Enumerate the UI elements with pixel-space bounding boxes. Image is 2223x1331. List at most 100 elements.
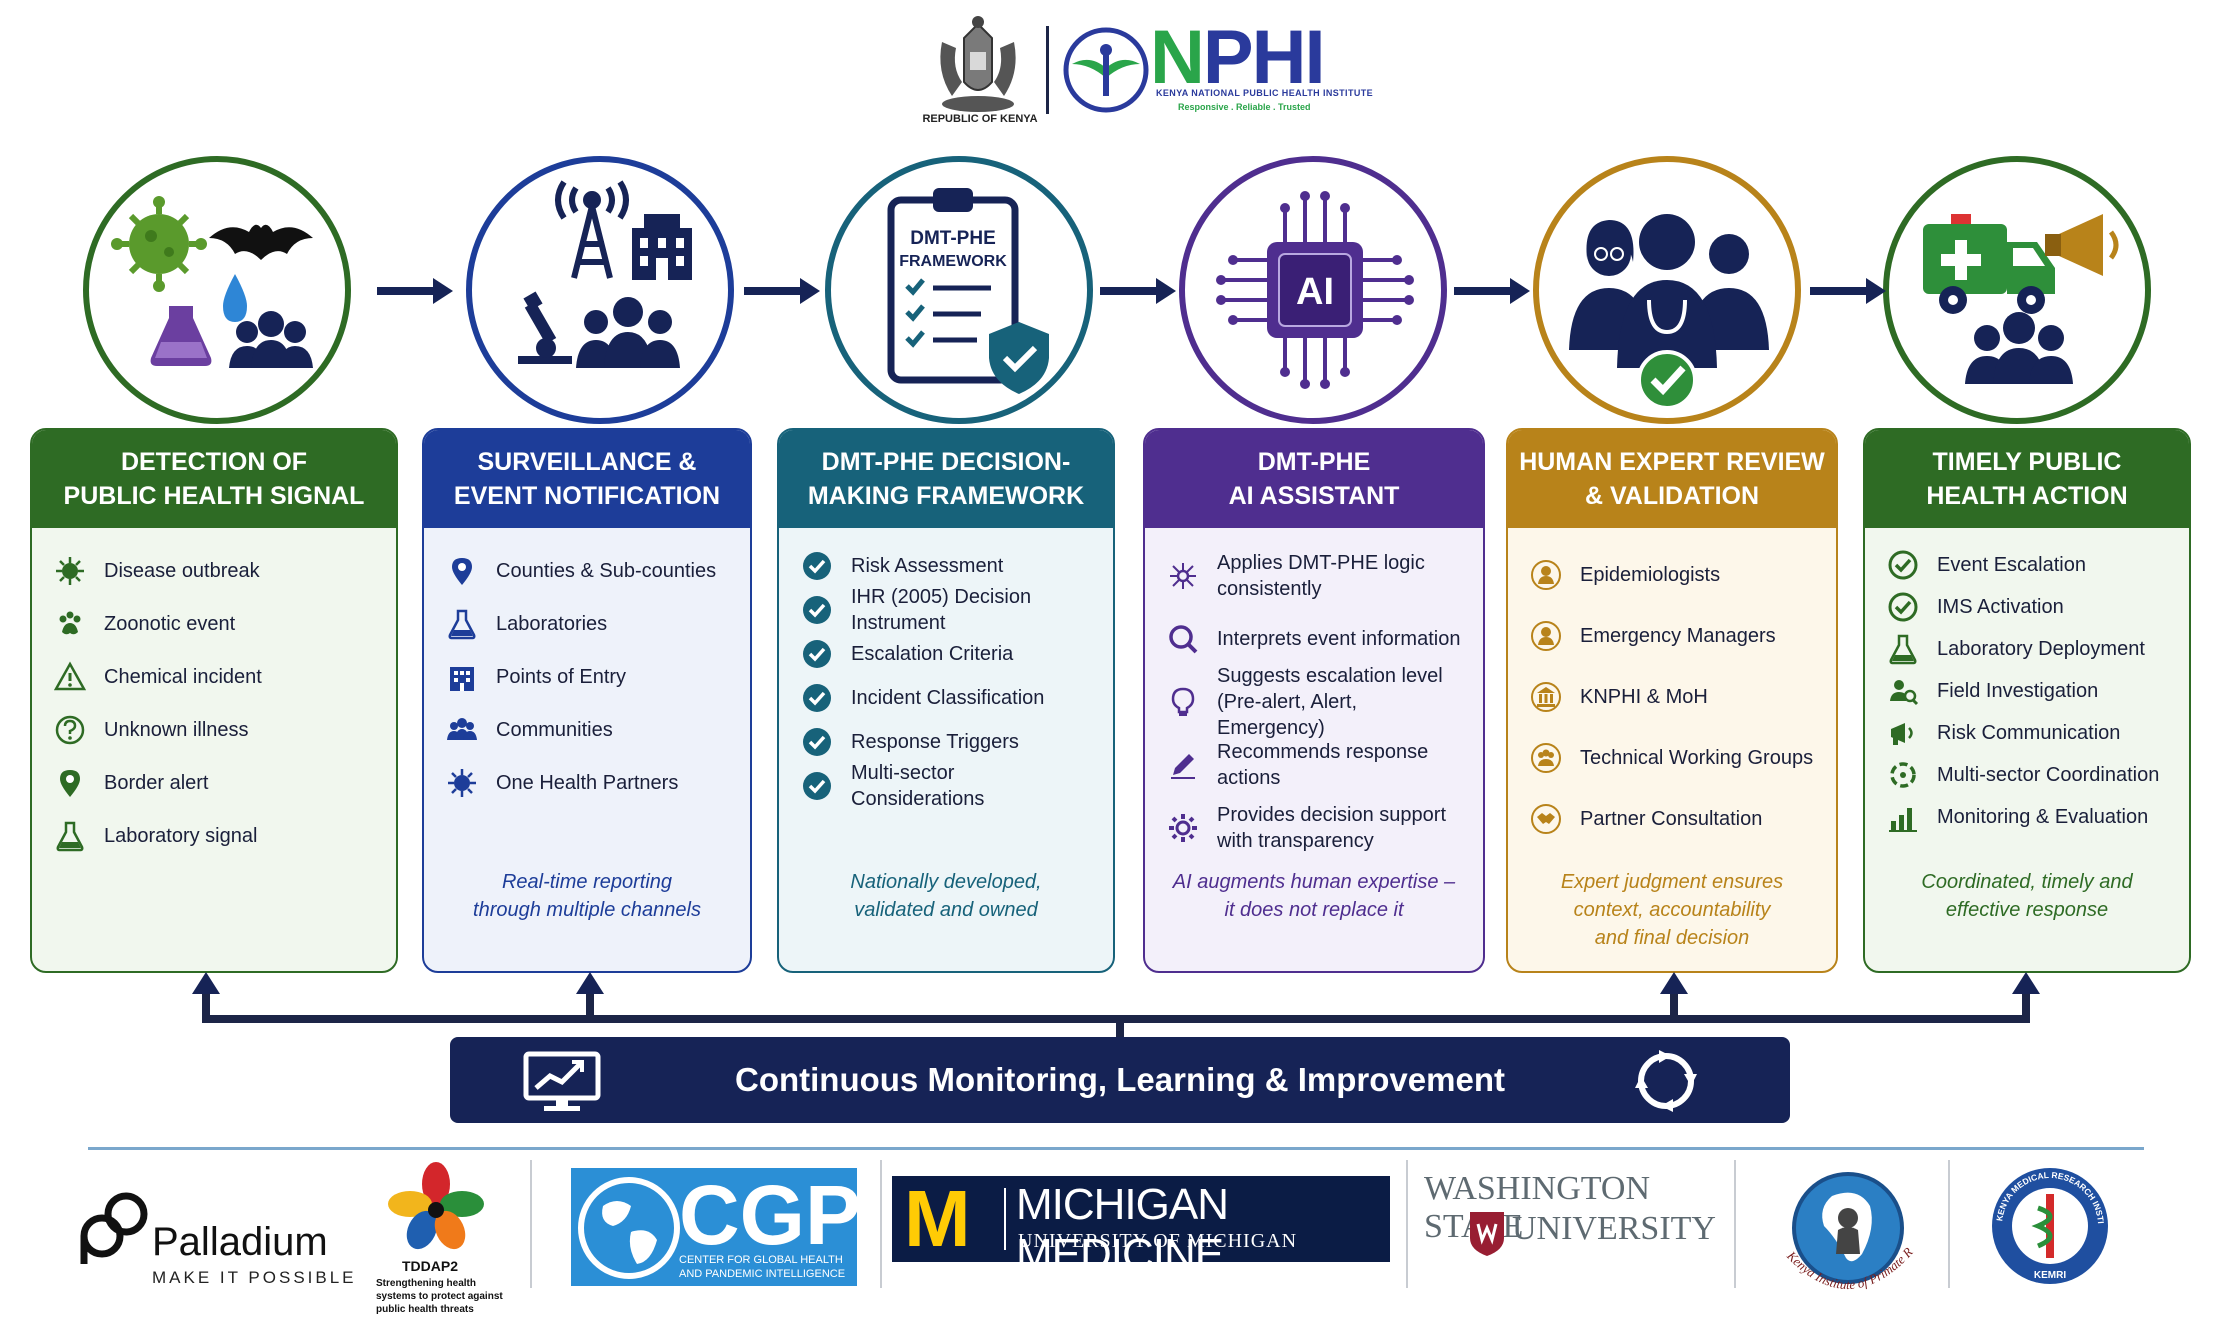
michigan-divider: [1004, 1188, 1006, 1250]
note-line: Expert judgment ensures: [1560, 871, 1784, 893]
note-line: Coordinated, timely and: [1921, 871, 2133, 893]
ai-chip-icon: AI: [1216, 191, 1414, 389]
list-item-label: Field Investigation: [1937, 680, 2099, 702]
list-item-label: Emergency Managers: [1580, 624, 1776, 647]
stage-3-circle: DMT-PHE FRAMEWORK: [825, 156, 1093, 424]
list-item: Chemical incident: [50, 650, 382, 703]
check-circle-icon: [797, 594, 837, 626]
list-item-label: Communities: [496, 718, 613, 741]
list-item: KNPHI & MoH: [1526, 666, 1822, 727]
list-item: Unknown illness: [50, 703, 382, 756]
network-icon: [1163, 560, 1203, 592]
ambulance-icon: [1923, 214, 2055, 314]
stage-title-line: SURVEILLANCE &: [477, 448, 697, 476]
list-item: Laboratory Deployment: [1883, 628, 2175, 670]
tddap2-desc-2: systems to protect against: [376, 1291, 503, 1302]
building-icon: [442, 661, 482, 693]
virus-icon: [442, 767, 482, 799]
list-item: Monitoring & Evaluation: [1883, 796, 2175, 838]
nphi-logo-n: N: [1150, 15, 1205, 100]
experts-icon: [1569, 214, 1769, 368]
list-item-label: Escalation Criteria: [851, 643, 1014, 665]
partner-separator: [1948, 1160, 1950, 1288]
check-circle-icon: [797, 726, 837, 758]
michigan-line1: MICHIGAN MEDICINE: [1016, 1180, 1229, 1279]
note-line: effective response: [1945, 899, 2109, 921]
list-item: Zoonotic event: [50, 597, 382, 650]
list-item: Event Escalation: [1883, 544, 2175, 586]
cgp-name: CGP: [679, 1168, 862, 1262]
feedback-banner: Continuous Monitoring, Learning & Improv…: [450, 1037, 1790, 1123]
people-icon: [576, 297, 680, 368]
person-search-icon: [1883, 675, 1923, 707]
note-line: validated and owned: [854, 899, 1038, 921]
stage-title-line: MAKING FRAMEWORK: [807, 482, 1085, 510]
list-item-label: Multi-sector Coordination: [1937, 764, 2160, 786]
list-item: Response Triggers: [797, 720, 1099, 764]
question-icon: [50, 714, 90, 746]
list-item: Epidemiologists: [1526, 544, 1822, 605]
kemri-logo: KENYA MEDICAL RESEARCH INSTITUTE KEMRI: [1988, 1164, 2108, 1284]
list-item-label: Zoonotic event: [104, 612, 236, 635]
list-item: Risk Assessment: [797, 544, 1099, 588]
michigan-m: M: [904, 1174, 971, 1263]
ai-chip-label: AI: [1296, 271, 1334, 313]
coat-caption: REPUBLIC OF KENYA: [922, 113, 1038, 125]
shield-check-icon: [989, 322, 1049, 394]
list-item-label: Event Escalation: [1937, 554, 2086, 576]
flow-arrow-3: [1100, 278, 1176, 304]
clipboard-subtitle: FRAMEWORK: [899, 253, 1007, 270]
list-item-label: KNPHI & MoH: [1580, 685, 1708, 708]
building-icon: [632, 214, 692, 280]
list-item: Disease outbreak: [50, 544, 382, 597]
wsu-line2: UNIVERSITY: [1512, 1210, 1716, 1247]
stage-4-note: AI augments human expertise –it does not…: [1155, 868, 1473, 924]
list-item-label: Technical Working Groups: [1580, 746, 1814, 769]
pencil-icon: [1163, 749, 1203, 781]
list-item-label: One Health Partners: [496, 771, 679, 794]
person-icon: [1526, 620, 1566, 652]
people-icon: [442, 714, 482, 746]
list-item-label: Monitoring & Evaluation: [1937, 806, 2149, 828]
feedback-riser-1: [202, 990, 210, 1023]
people-icon: [229, 311, 313, 368]
cgp-logo: CGP CENTER FOR GLOBAL HEALTH AND PANDEMI…: [571, 1168, 861, 1286]
note-line: Nationally developed,: [850, 871, 1042, 893]
cgp-desc-2: AND PANDEMIC INTELLIGENCE: [679, 1268, 846, 1280]
sync-icon: [1883, 759, 1923, 791]
stage-title-line: PUBLIC HEALTH SIGNAL: [63, 482, 365, 510]
list-item: Laboratories: [442, 597, 736, 650]
header-divider: [1046, 26, 1049, 114]
nphi-full-name: KENYA NATIONAL PUBLIC HEALTH INSTITUTE: [1156, 88, 1374, 98]
person-icon: [1526, 559, 1566, 591]
list-item: Multi-sector Coordination: [1883, 754, 2175, 796]
list-item: IHR (2005) Decision Instrument: [797, 586, 1099, 634]
list-item-label: Interprets event information: [1217, 627, 1461, 650]
kipr-logo: Kenya Institute of Primate Research: [1762, 1166, 1916, 1292]
feedback-riser-3: [1670, 990, 1678, 1023]
wsu-logo: WASHINGTON STATE UNIVERSITY: [1424, 1170, 1724, 1260]
stage-3-title: DMT-PHE DECISION-MAKING FRAMEWORK: [779, 430, 1113, 528]
list-item: Interprets event information: [1163, 607, 1469, 670]
partner-separator: [530, 1160, 532, 1288]
list-item-label: Epidemiologists: [1580, 563, 1721, 586]
paw-icon: [50, 608, 90, 640]
list-item: Incident Classification: [797, 676, 1099, 720]
microscope-icon: [518, 291, 572, 364]
stage-title-line: HEALTH ACTION: [1926, 482, 2128, 510]
footer-rule: [88, 1147, 2144, 1150]
list-item: Partner Consultation: [1526, 788, 1822, 849]
check-circle-icon: [797, 550, 837, 582]
list-item-label: IHR (2005) Decision Instrument: [851, 586, 1032, 634]
list-item: Escalation Criteria: [797, 632, 1099, 676]
partner-separator: [1734, 1160, 1736, 1288]
